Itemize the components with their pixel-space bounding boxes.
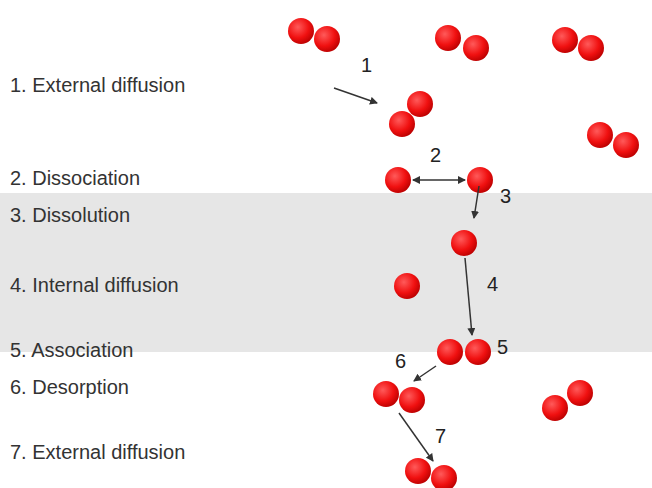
step-label: 1. External diffusion: [10, 75, 185, 95]
step-label: 4. Internal diffusion: [10, 275, 179, 295]
step-label: 5. Association: [10, 340, 133, 360]
molecules: [288, 18, 639, 488]
callout-number: 1: [361, 55, 372, 75]
membrane-band: [0, 193, 652, 352]
step-label: 2. Dissociation: [10, 168, 140, 188]
callout-number: 4: [487, 274, 498, 294]
callout-number: 3: [500, 186, 511, 206]
callout-number: 7: [435, 426, 446, 446]
arrows: [334, 88, 479, 461]
callout-number: 2: [430, 145, 441, 165]
step-label: 7. External diffusion: [10, 442, 185, 462]
step-label: 6. Desorption: [10, 377, 129, 397]
callout-number: 5: [497, 337, 508, 357]
step-label: 3. Dissolution: [10, 205, 130, 225]
callout-number: 6: [395, 351, 406, 371]
